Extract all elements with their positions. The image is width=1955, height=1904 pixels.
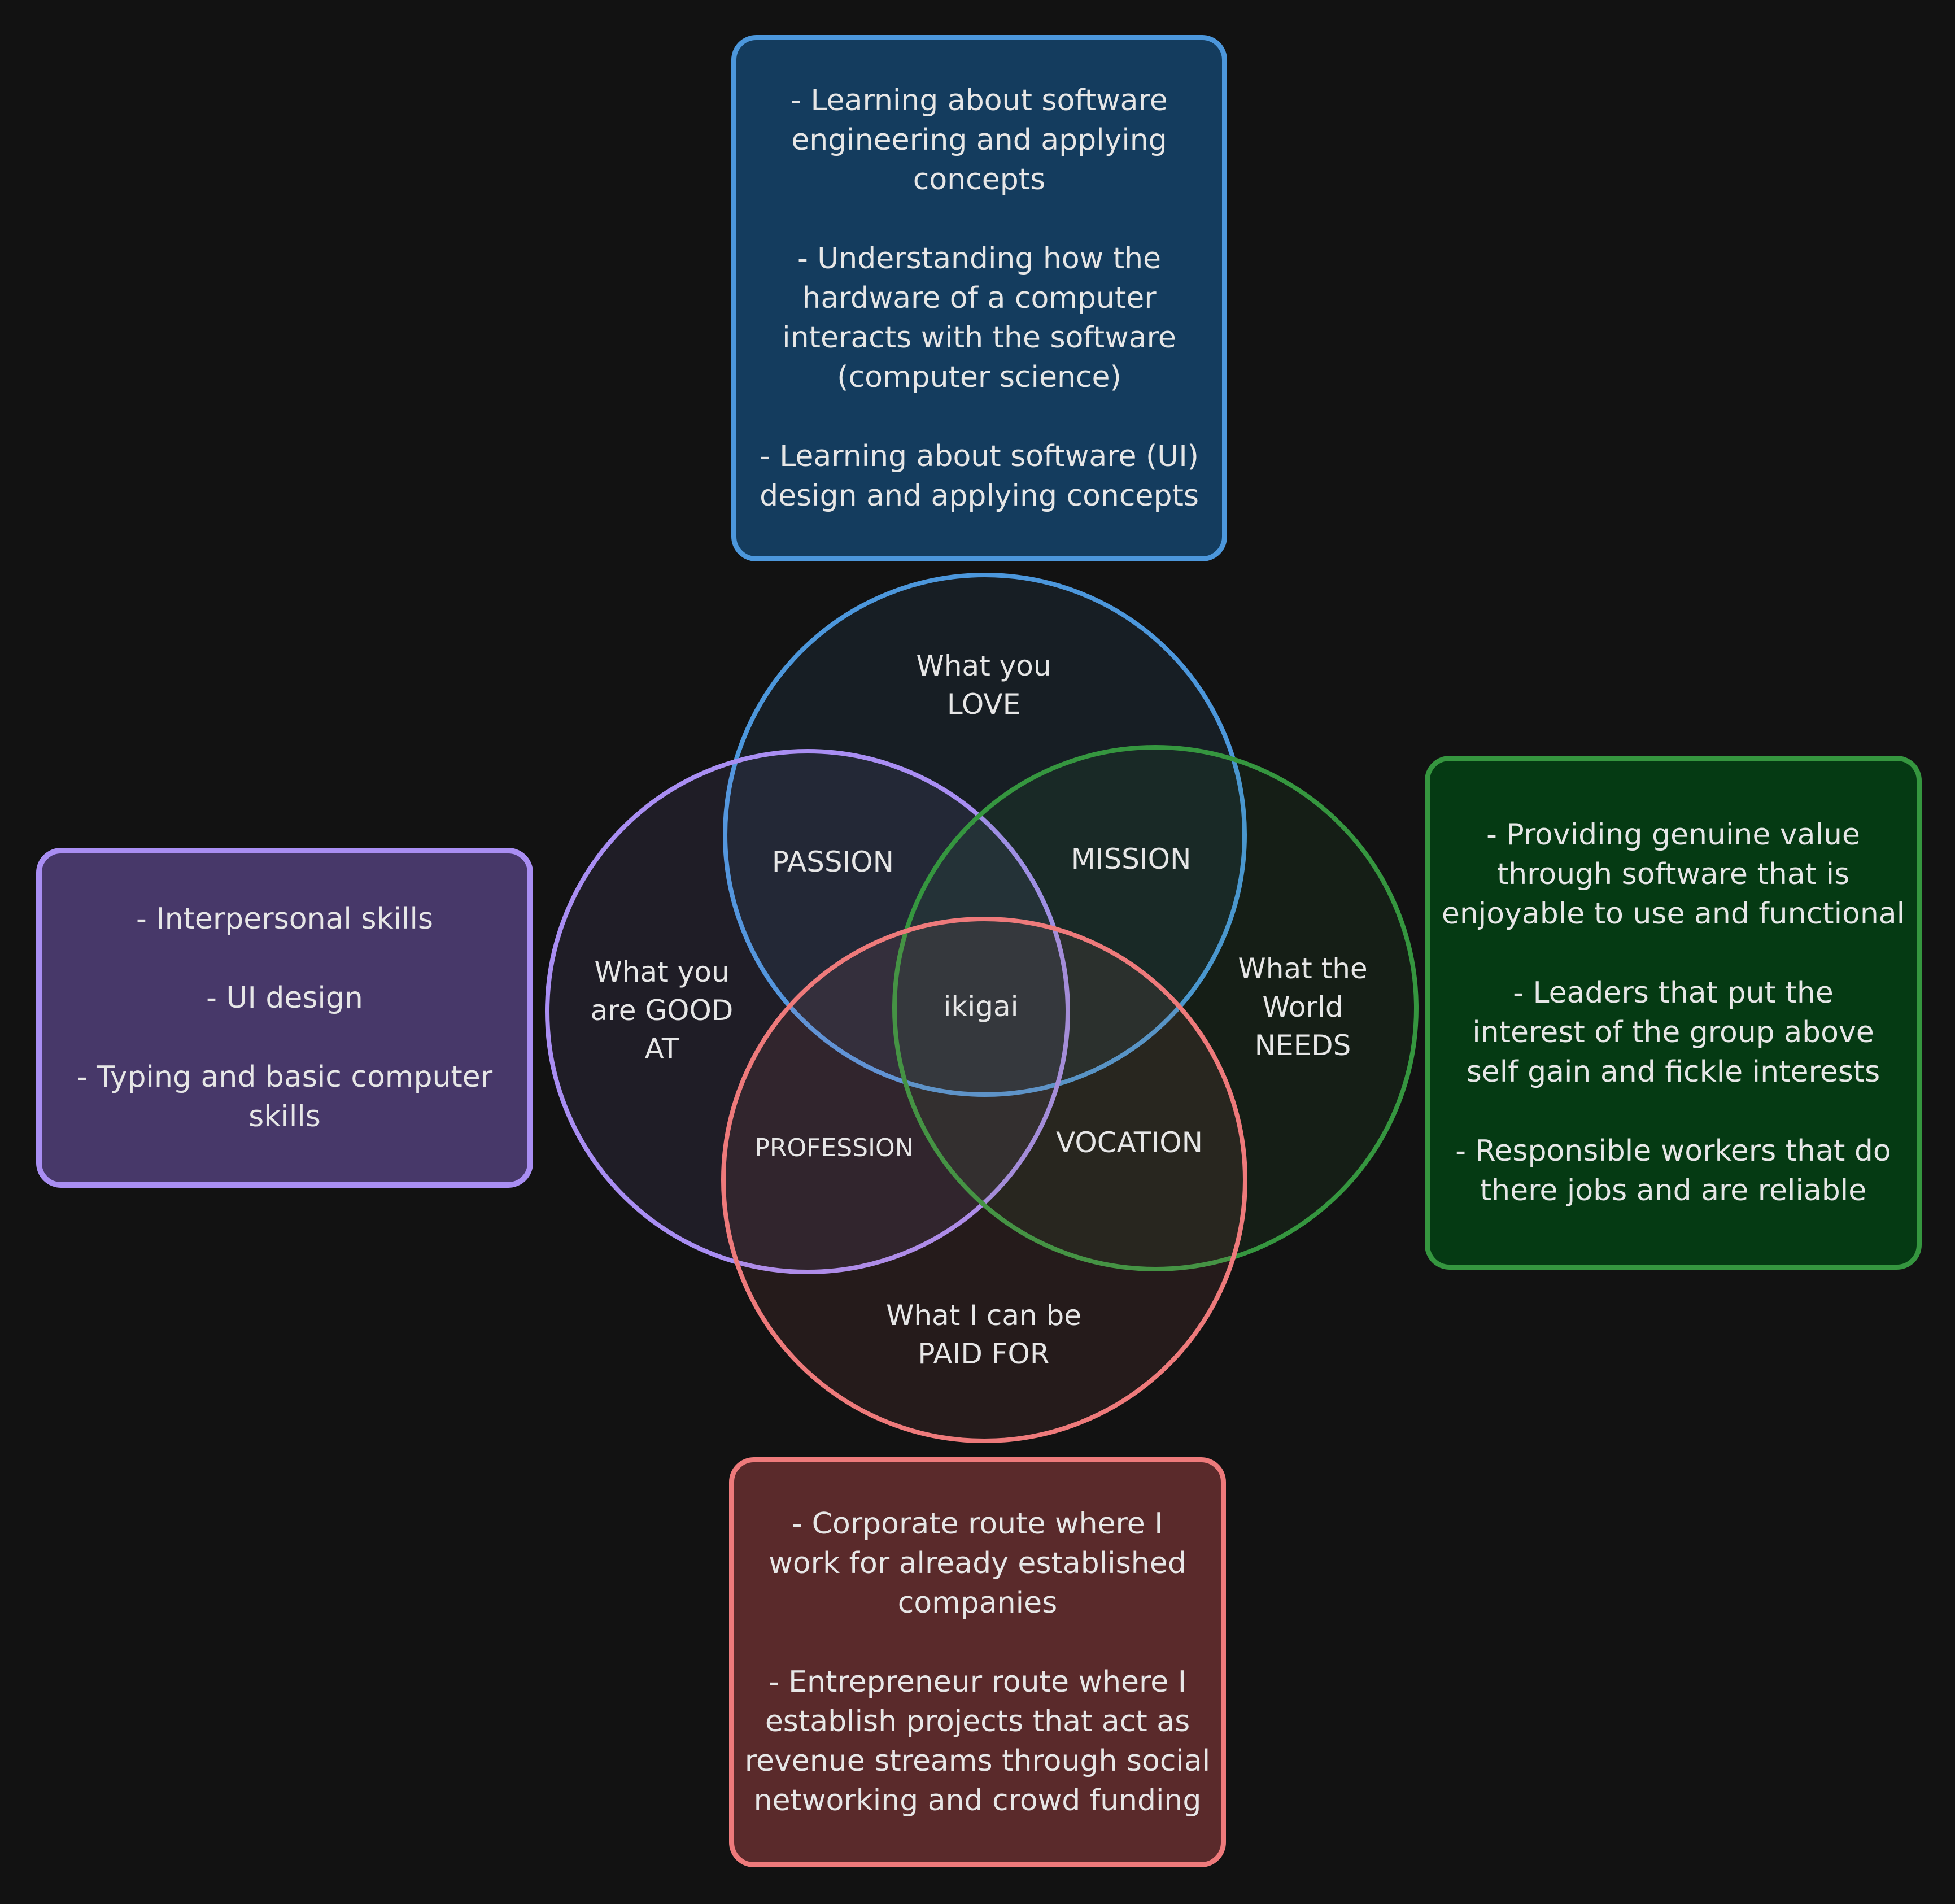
- love-circle: [723, 573, 1247, 1097]
- world-needs-label-line-1: What the: [1238, 952, 1367, 985]
- paid-for-label-line-2: PAID FOR: [918, 1337, 1049, 1370]
- world-needs-note-item-1: - Providing genuine value through softwa…: [1441, 818, 1905, 931]
- paid-for-note-item-1: - Corporate route where I work for alrea…: [769, 1507, 1186, 1620]
- love-note-item-2: - Understanding how the hardware of a co…: [782, 242, 1176, 394]
- paid-for-notes-box: - Corporate route where I work for alrea…: [729, 1457, 1226, 1867]
- love-label-line-2: LOVE: [947, 688, 1020, 721]
- world-needs-label-line-2: World: [1262, 991, 1343, 1023]
- world-needs-note-item-2: - Leaders that put the interest of the g…: [1466, 976, 1880, 1089]
- good-at-notes-box: - Interpersonal skills - UI design - Typ…: [36, 848, 533, 1188]
- paid-for-note-item-2: - Entrepreneur route where I establish p…: [744, 1665, 1211, 1818]
- ikigai-label: ikigai: [943, 990, 1018, 1023]
- paid-for-circle: [721, 917, 1247, 1443]
- good-at-note-item-1: - Interpersonal skills: [136, 902, 434, 936]
- world-needs-circle: [892, 745, 1419, 1271]
- love-note-item-3: - Learning about software (UI) design an…: [760, 439, 1199, 513]
- paid-for-label-line-1: What I can be: [886, 1299, 1081, 1332]
- good-at-label-line-3: AT: [645, 1032, 679, 1065]
- world-needs-label-line-3: NEEDS: [1255, 1029, 1351, 1062]
- good-at-note-item-2: - UI design: [206, 981, 363, 1015]
- love-notes-box: - Learning about software engineering an…: [731, 35, 1227, 561]
- world-needs-notes-box: - Providing genuine value through softwa…: [1425, 756, 1922, 1270]
- good-at-label-line-1: What you: [594, 956, 729, 988]
- mission-label: MISSION: [1071, 843, 1192, 875]
- love-note-item-1: - Learning about software engineering an…: [791, 84, 1168, 197]
- good-at-circle: [545, 749, 1070, 1274]
- good-at-label-line-2: are GOOD: [591, 994, 734, 1027]
- world-needs-note-item-3: - Responsible workers that do there jobs…: [1455, 1134, 1891, 1208]
- passion-label: PASSION: [772, 846, 894, 878]
- profession-label: PROFESSION: [754, 1134, 913, 1162]
- vocation-label: VOCATION: [1056, 1126, 1203, 1159]
- good-at-note-item-3: - Typing and basic computer skills: [76, 1060, 493, 1134]
- love-label-line-1: What you: [916, 650, 1051, 682]
